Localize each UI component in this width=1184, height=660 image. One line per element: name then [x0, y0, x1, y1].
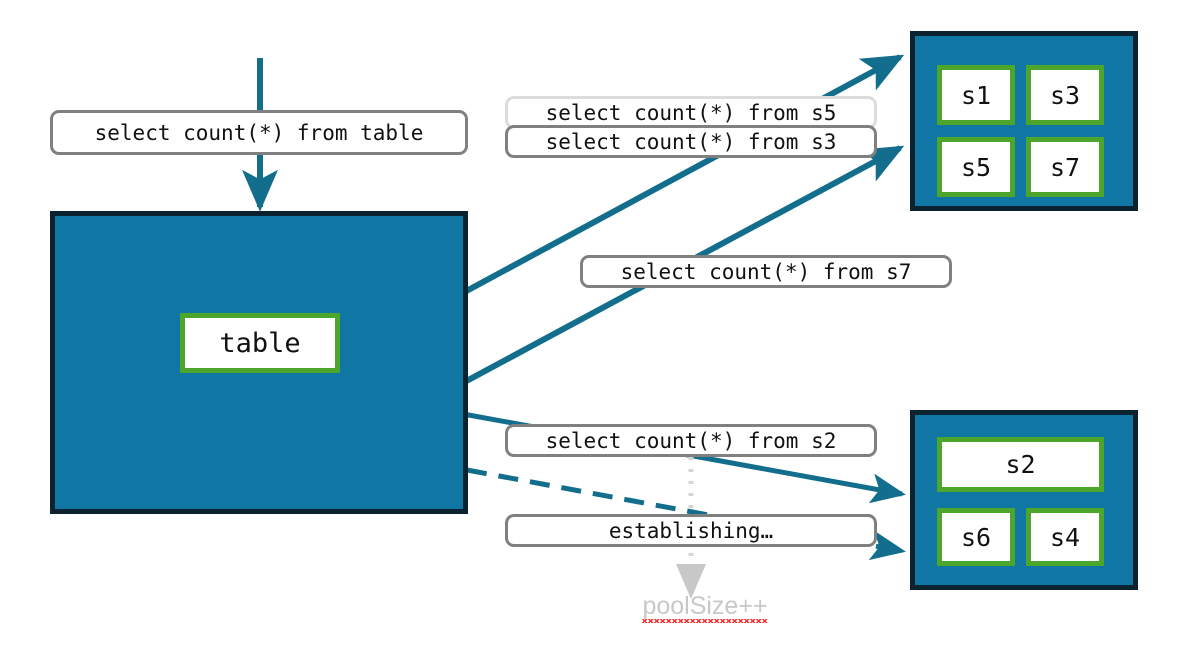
chip-query-s3[interactable]: select count(*) from s3: [505, 125, 877, 158]
chip-establishing[interactable]: establishing…: [505, 514, 877, 547]
connection-node-s2[interactable]: s2: [937, 437, 1104, 492]
connection-node-s7[interactable]: s7: [1026, 137, 1104, 197]
chip-incoming-query[interactable]: select count(*) from table: [50, 110, 468, 155]
connection-node-s1[interactable]: s1: [937, 65, 1015, 125]
chip-query-s7[interactable]: select count(*) from s7: [580, 255, 952, 288]
connection-node-s6[interactable]: s6: [937, 508, 1015, 566]
connection-node-s4[interactable]: s4: [1026, 508, 1104, 566]
poolsize-annotation: poolSize++: [590, 592, 820, 621]
connection-node-s3[interactable]: s3: [1026, 65, 1104, 125]
chip-query-s2[interactable]: select count(*) from s2: [505, 424, 877, 457]
node-table[interactable]: table: [180, 313, 340, 373]
poolsize-annotation-text: poolSize++: [642, 592, 768, 623]
connection-node-s5[interactable]: s5: [937, 137, 1015, 197]
